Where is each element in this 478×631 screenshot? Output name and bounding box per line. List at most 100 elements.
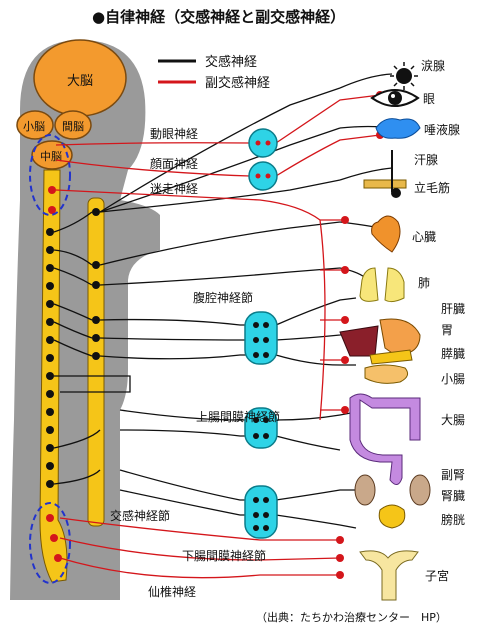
- diencephalon-label: 間脳: [62, 120, 84, 133]
- synapse-dot: [341, 266, 349, 274]
- small-intestine-label: 小腸: [441, 372, 465, 386]
- thoracolumbar-dot: [46, 444, 54, 452]
- ganglion-dot: [265, 140, 271, 146]
- synapse-dot: [336, 536, 344, 544]
- thoracolumbar-dot: [46, 336, 54, 344]
- thoracolumbar-dot: [46, 282, 54, 290]
- cranial-parasympathetic-dot: [48, 186, 56, 194]
- synapse-dot: [341, 216, 349, 224]
- spinal-dots: [46, 186, 62, 562]
- lungs-icon: [359, 267, 405, 303]
- synapse-dot: [341, 356, 349, 364]
- sweat-gland-icon: [363, 150, 407, 198]
- ganglion-dot: [263, 417, 269, 423]
- lacrimal-gland-icon: [390, 62, 418, 90]
- sacral-parasympathetic-dot: [54, 554, 62, 562]
- sacral-parasympathetic-dot: [46, 514, 54, 522]
- thoracolumbar-dot: [46, 462, 54, 470]
- trunk-ganglion-dot: [92, 334, 100, 342]
- thoracolumbar-dot: [46, 300, 54, 308]
- superior-mesenteric-ganglion: [244, 407, 278, 449]
- arrector-label: 立毛筋: [414, 180, 450, 195]
- sympathetic-ganglion-label: 交感神経節: [110, 508, 170, 523]
- ganglion-dot: [253, 417, 259, 423]
- cerebrum-label: 大脳: [67, 74, 93, 89]
- trunk-ganglion-dot: [92, 352, 100, 360]
- salivary-label: 唾液腺: [424, 122, 460, 137]
- celiac-ganglion: [244, 311, 278, 365]
- ganglion-dot: [253, 337, 259, 343]
- cranial-parasympathetic-dot: [48, 206, 56, 214]
- ganglion-dot: [253, 497, 259, 503]
- synapse-dot: [336, 571, 344, 579]
- thoracolumbar-dot: [46, 264, 54, 272]
- stomach-label: 胃: [441, 323, 453, 337]
- sacral-parasympathetic-dot: [50, 534, 58, 542]
- heart-label: 心臓: [412, 230, 436, 244]
- diencephalon-shape: [54, 110, 92, 140]
- adrenal-label: 副腎: [441, 468, 465, 482]
- ganglion-dot: [263, 497, 269, 503]
- liver-label: 肝臓: [441, 302, 465, 316]
- lacrimal-gland-rays: [390, 62, 418, 90]
- sympathetic-trunk: [87, 197, 105, 527]
- thoracolumbar-dot: [46, 480, 54, 488]
- organs: [339, 62, 431, 601]
- oculomotor-ganglion: [248, 128, 278, 158]
- trunk-ganglion-dot: [92, 316, 100, 324]
- superior-mesenteric-label: 上腸間膜神経節: [196, 409, 280, 424]
- synapse-dot: [341, 316, 349, 324]
- left-kidney: [354, 474, 376, 506]
- trunk-ganglion-dot: [92, 281, 100, 289]
- large-intestine-label: 大腸: [441, 413, 465, 427]
- lacrimal-gland-body: [396, 68, 412, 84]
- diagram-title: ●自律神経（交感神経と副交感神経）: [92, 8, 345, 26]
- kidney-label: 腎臓: [441, 489, 465, 503]
- liver-icon: [339, 325, 379, 357]
- sweat-label: 汗腺: [414, 153, 438, 167]
- vagus-nerve-label: 迷走神経: [150, 182, 198, 196]
- cranial-ganglia: [248, 128, 278, 191]
- oculomotor-nerve-label: 動眼神経: [150, 127, 198, 141]
- sacral-highlight-ellipse: [29, 502, 71, 584]
- synapse-dot: [336, 554, 344, 562]
- brain: 大脳 小脳 間脳 中脳: [16, 39, 127, 170]
- cerebellum-shape: [16, 110, 54, 140]
- left-lung: [359, 267, 379, 302]
- trunk-ganglion-dot: [92, 261, 100, 269]
- thoracolumbar-dot: [46, 354, 54, 362]
- thoracolumbar-dot: [46, 246, 54, 254]
- celiac-ganglion-label: 腹腔神経節: [193, 290, 253, 305]
- nerve-labels: 動眼神経 顔面神経 迷走神経 腹腔神経節 上腸間膜神経節 交感神経節 下腸間膜神…: [110, 127, 280, 599]
- ganglion-dot: [263, 337, 269, 343]
- small-intestine-icon: [364, 364, 409, 384]
- prevertebral-ganglia: [244, 311, 278, 539]
- parasympathetic-nerve-lines: [55, 94, 381, 579]
- legend-sympathetic-label: 交感神経: [205, 54, 257, 70]
- thoracolumbar-dot: [46, 408, 54, 416]
- ganglion-dot: [263, 352, 269, 358]
- ganglion-dot: [263, 512, 269, 518]
- inferior-mesenteric-ganglion: [244, 485, 278, 539]
- facial-ganglion: [248, 161, 278, 191]
- organ-labels: 涙腺 眼 唾液腺 汗腺 立毛筋 心臓 肺 肝臓 胃 膵臓 小腸 大腸 副腎 腎臓…: [412, 58, 465, 583]
- ganglion-dot: [263, 433, 269, 439]
- uterus-label: 子宮: [425, 568, 449, 583]
- legend-parasympathetic-label: 副交感神経: [205, 75, 270, 91]
- facial-nerve-label: 顔面神経: [150, 156, 198, 171]
- pancreas-label: 膵臓: [441, 347, 465, 361]
- ganglion-dot: [263, 525, 269, 531]
- eye-glint: [391, 94, 395, 98]
- thoracolumbar-dot: [46, 426, 54, 434]
- source-credit: （出典：たちかわ治療センター HP）: [256, 610, 447, 624]
- heart-icon: [371, 215, 401, 253]
- midbrain-shape: [31, 140, 73, 170]
- synapse-dot: [341, 406, 349, 414]
- thoracolumbar-dot: [46, 372, 54, 380]
- eye-iris: [388, 91, 402, 105]
- skin-layer: [363, 179, 407, 189]
- trunk-ganglia: [92, 208, 100, 360]
- bladder-icon: [378, 504, 406, 529]
- arrector-pili-body: [391, 188, 401, 198]
